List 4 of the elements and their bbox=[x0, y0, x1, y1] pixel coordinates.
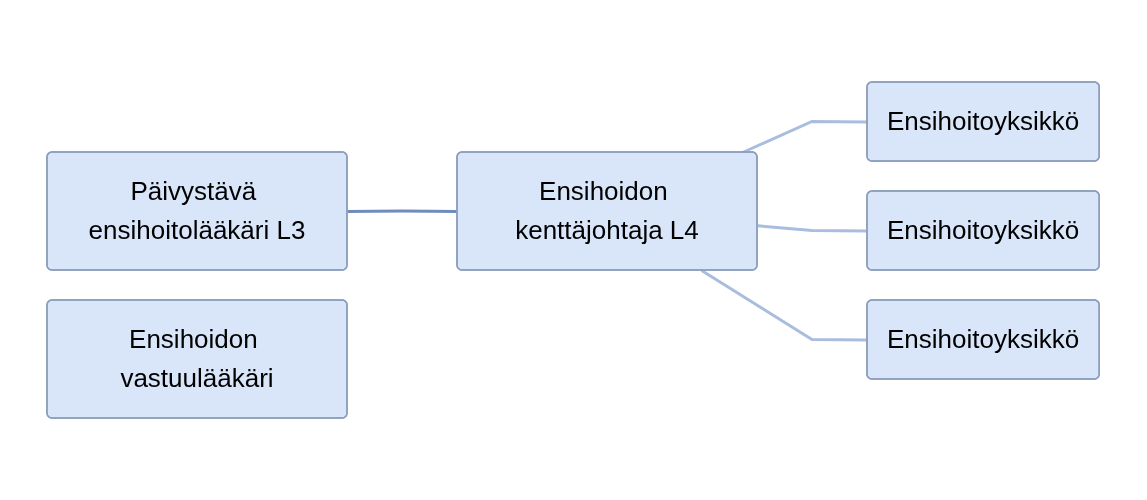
connector bbox=[347, 209, 458, 213]
connector bbox=[757, 224, 868, 233]
connector bbox=[701, 269, 868, 342]
connector bbox=[742, 120, 868, 154]
